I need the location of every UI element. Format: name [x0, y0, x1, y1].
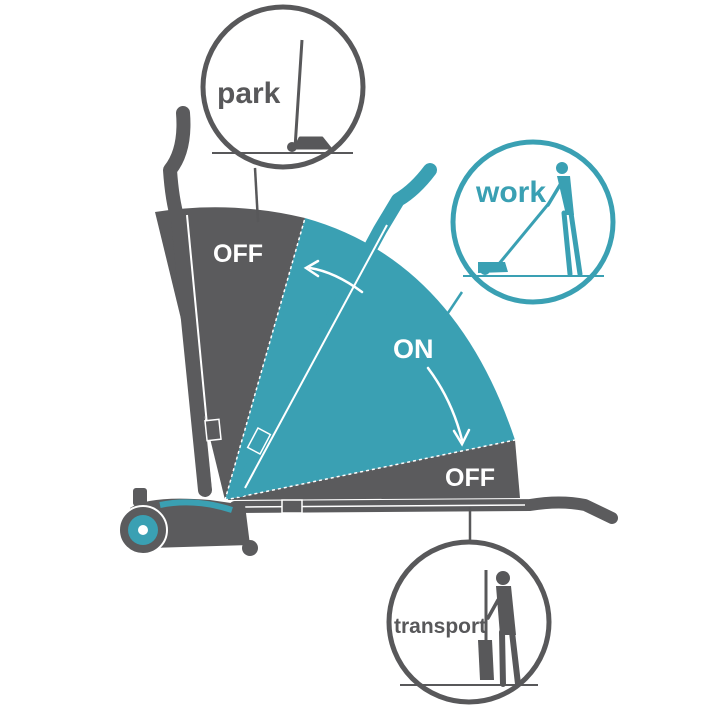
- handle-parked: [163, 106, 222, 497]
- on-label: ON: [393, 334, 434, 364]
- off-label-top: OFF: [213, 240, 263, 268]
- separator-line-bottom: [224, 439, 516, 501]
- worker-mowing-icon: [478, 162, 583, 277]
- park-mower-icon: [293, 39, 332, 150]
- park-label: park: [217, 77, 281, 110]
- mower-body: [118, 488, 258, 556]
- park-connector: [253, 167, 260, 223]
- transport-label: transport: [394, 615, 486, 638]
- work-label: work: [475, 176, 546, 209]
- direction-arrows: [303, 259, 471, 447]
- off-label-bottom: OFF: [445, 464, 495, 492]
- park-callout: park: [200, 4, 366, 170]
- on-zone: [225, 218, 515, 500]
- handle-working: [233, 163, 437, 497]
- transport-callout: transport: [386, 539, 552, 705]
- separator-line-top: [224, 217, 306, 501]
- front-wheel: [242, 540, 258, 556]
- handle-transport: [229, 496, 618, 524]
- work-connector: [438, 291, 464, 326]
- person-with-mower-icon: [478, 570, 521, 687]
- work-callout: work: [450, 139, 616, 305]
